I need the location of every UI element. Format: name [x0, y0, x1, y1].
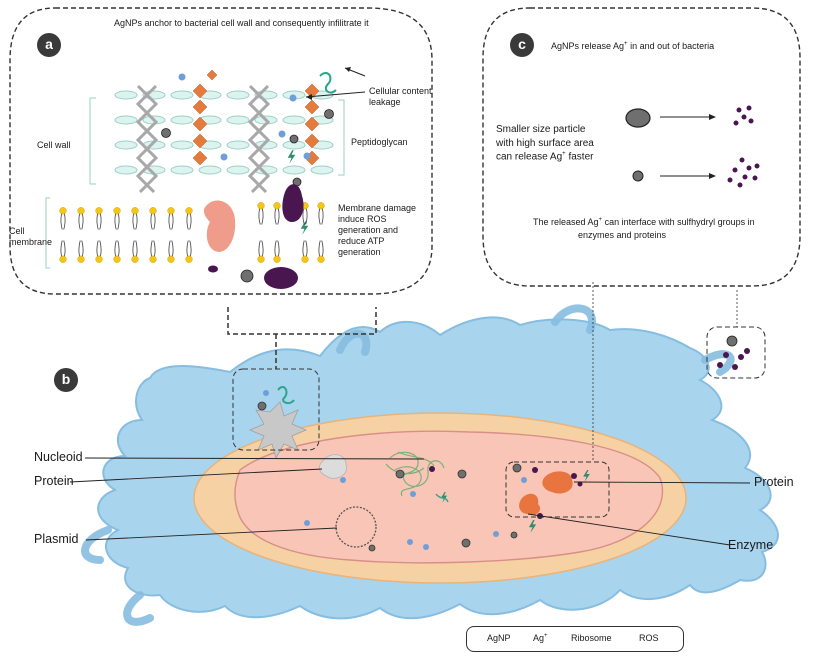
large-agnp: [625, 108, 651, 128]
capsule-projection: [81, 304, 735, 626]
arrow-pointer: [305, 91, 366, 98]
damage-line3: generation and: [338, 225, 399, 235]
peptidoglycan-layer: [89, 69, 345, 194]
panel-b-badge: b: [54, 368, 78, 392]
cell-membrane: [45, 184, 325, 269]
protein-left-label: Protein: [34, 474, 74, 488]
interface-line1-sup: +: [598, 217, 603, 223]
legend-agnp-label: AgNP: [487, 633, 511, 643]
size-line2: with high surface area: [496, 138, 594, 149]
panel-c-title-sup: +: [624, 41, 628, 47]
panel-a-particles: [161, 73, 334, 289]
interface-line1-text: The released Ag: [533, 217, 599, 227]
connector-a-b: [227, 307, 377, 335]
bacterium: [81, 304, 779, 626]
zoom-box-extracellular: [706, 326, 766, 379]
protein-right-label: Protein: [754, 475, 794, 489]
damage-line5: generation: [338, 247, 381, 257]
pore-protein: [282, 184, 304, 222]
ros-bolt: [287, 150, 296, 164]
size-line3-sup: +: [562, 151, 566, 157]
damage-line2: induce ROS: [338, 214, 387, 224]
panel-c-title: AgNPs release Ag+ in and out of bacteria: [551, 41, 714, 52]
enzyme-label: Enzyme: [728, 538, 774, 552]
protein-right: [542, 471, 573, 494]
enzyme: [519, 493, 541, 516]
ros-bolt: [300, 221, 309, 235]
leakage-squiggle: [319, 72, 337, 94]
size-line1: Smaller size particle: [496, 124, 586, 135]
zoom-box-right: [505, 461, 610, 518]
peptidoglycan-label: Peptidoglycan: [351, 137, 408, 147]
size-line3-text: can release Ag: [496, 151, 563, 163]
damage-line4: reduce ATP: [338, 236, 385, 246]
plasmid-label: Plasmid: [34, 532, 79, 546]
panel-a-frame: [9, 7, 433, 295]
ag-ion-cluster-large: [727, 157, 760, 188]
legend-ag-sup: +: [544, 633, 548, 639]
legend-ag-label: Ag+: [533, 633, 548, 643]
membrane-label-line1: Cell: [9, 226, 25, 236]
panel-c-title-post: in and out of bacteria: [627, 41, 715, 51]
leakage-squiggle: [277, 386, 295, 405]
nucleoid-label: Nucleoid: [34, 450, 83, 464]
cytoplasm: [234, 430, 664, 564]
leakage-label-line2: leakage: [369, 97, 401, 107]
legend-ribosome-label: Ribosome: [571, 633, 612, 643]
membrane-rupture: [248, 401, 308, 460]
legend: AgNP Ag+ Ribosome ROS: [466, 626, 684, 652]
membrane-protein: [203, 200, 236, 252]
interface-line2: enzymes and proteins: [578, 230, 667, 240]
size-line3-post: faster: [565, 151, 594, 163]
leakage-label-line1: Cellular content: [369, 86, 432, 96]
legend-ros-label: ROS: [639, 633, 659, 643]
interface-line1-post: can interface with sulfhydryl groups in: [602, 217, 755, 227]
panel-a-title: AgNPs anchor to bacterial cell wall and …: [114, 18, 369, 28]
plasmid: [335, 506, 377, 548]
leakage-squiggle: [435, 493, 449, 503]
size-line3: can release Ag+ faster: [496, 151, 593, 163]
panel-c-frame: [482, 7, 801, 287]
panel-c-badge: c: [510, 33, 534, 57]
damage-line1: Membrane damage: [338, 203, 417, 213]
release-arrows: [660, 116, 712, 177]
panel-c-title-text: AgNPs release Ag: [551, 41, 625, 51]
panel-a-badge: a: [37, 33, 61, 57]
label-leader-lines: [69, 457, 751, 546]
ag-ion-cluster-small: [733, 105, 754, 126]
interface-line1: The released Ag+ can interface with sulf…: [533, 217, 755, 228]
bacterium-particles: [257, 390, 583, 552]
cell-wall-label: Cell wall: [37, 140, 71, 150]
nucleoid: [385, 451, 445, 497]
small-agnp: [632, 170, 644, 182]
membrane-label-line2: membrane: [9, 237, 53, 247]
legend-ag-text: Ag: [533, 633, 545, 643]
